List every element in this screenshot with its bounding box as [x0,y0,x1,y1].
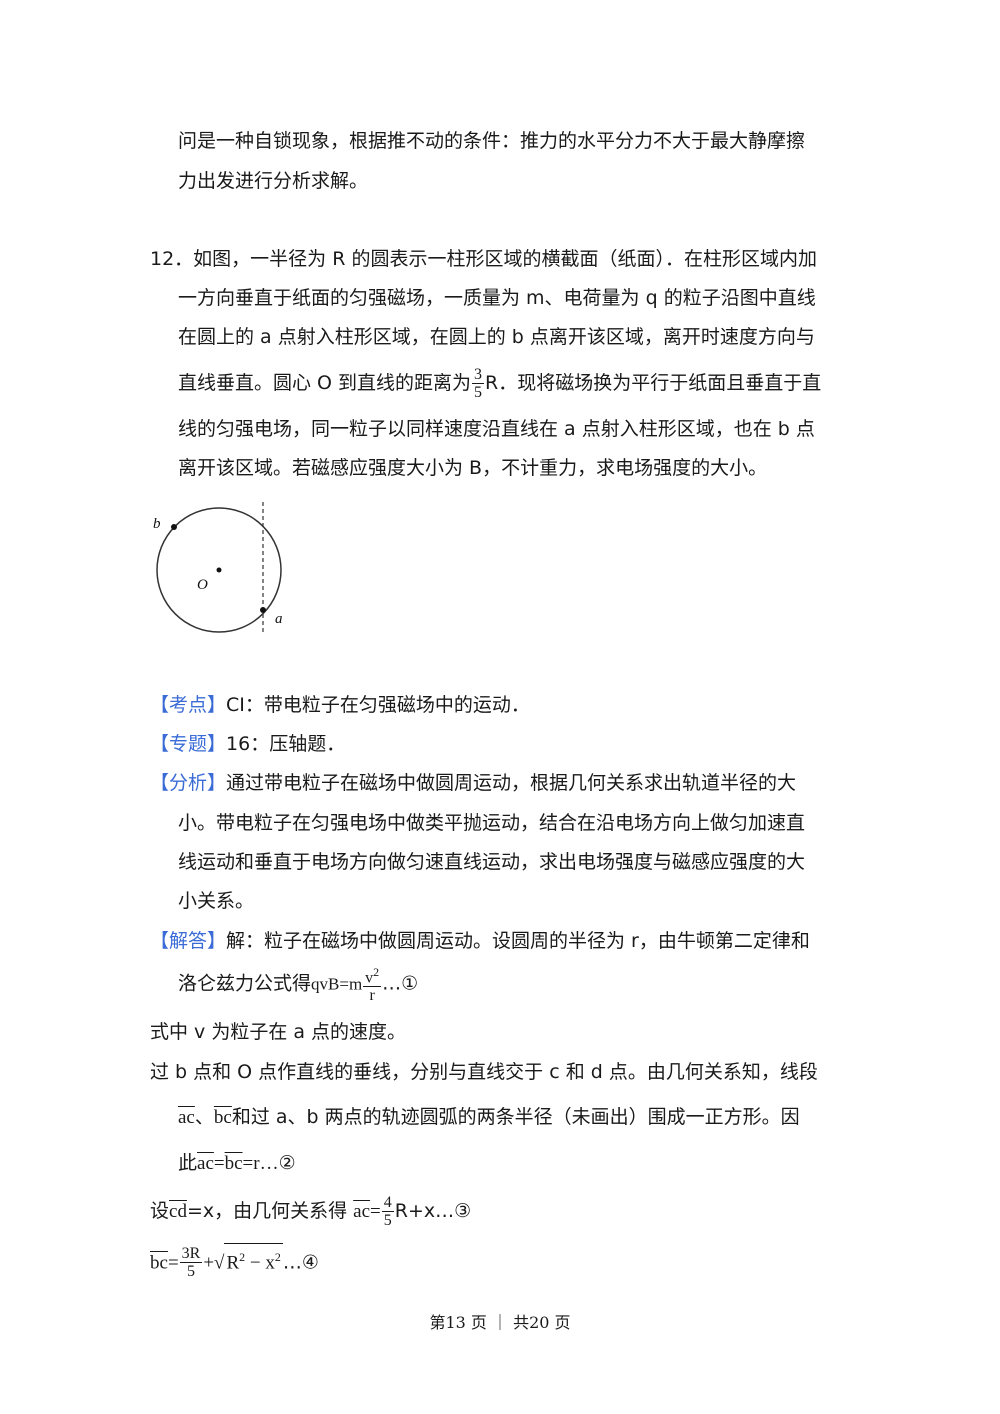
zhuanti-line: 【专题】16：压轴题． [150,731,345,757]
prev-line-1: 问是一种自锁现象，根据推不动的条件：推力的水平分力不大于最大静摩擦 [178,130,806,152]
jieda-line-1: 【解答】解：粒子在磁场中做圆周运动。设圆周的半径为 r，由牛顿第二定律和 [150,928,810,954]
problem-line-1: 12．如图，一半径为 R 的圆表示一柱形区域的横截面（纸面）．在柱形区域内加 [150,248,817,270]
equals-sign: = [213,1153,225,1174]
segment-ac-2: ac [197,1153,214,1174]
label-a: a [275,611,283,627]
prev-line-2: 力出发进行分析求解。 [178,170,369,192]
fenxi-line-1: 【分析】通过带电粒子在磁场中做圆周运动，根据几何关系求出轨道半径的大 [150,770,796,796]
problem-line-4-rest: R．现将磁场换为平行于纸面且垂直于直 [485,372,822,394]
jieda-tag: 【解答】 [150,930,227,952]
problem-line-4-text: 直线垂直。圆心 O 到直线的距离为 [178,372,472,394]
problem-line-2: 一方向垂直于纸面的匀强磁场，一质量为 m、电荷量为 q 的粒子沿图中直线 [178,287,816,309]
label-b: b [153,516,161,532]
fenxi-line-2: 小。带电粒子在匀强电场中做类平抛运动，结合在沿电场方向上做匀加速直 [178,812,806,834]
problem-line-6: 离开该区域。若磁感应强度大小为 B，不计重力，求电场强度的大小。 [178,457,768,479]
label-o: O [197,577,208,593]
fenxi-line-4: 小关系。 [178,890,255,912]
fenxi-tag: 【分析】 [150,772,227,794]
fenxi-line-3: 线运动和垂直于电场方向做匀速直线运动，求出电场强度与磁感应强度的大 [178,851,806,873]
point-b [171,524,177,530]
segment-bc-2: bc [224,1153,243,1174]
jieda-text-7b: =x，由几何关系得 [186,1200,348,1222]
jieda-text-6: 此 [178,1152,198,1174]
formula-lorentz: qvB=m [311,974,363,994]
equals-sign-3: = [167,1252,179,1274]
sqrt-radicand: R2 − x2 [224,1243,283,1276]
eq-marker-1: …① [382,972,419,995]
segment-bc: bc [213,1107,232,1128]
jieda-line-5: ac、bc和过 a、b 两点的轨迹圆弧的两条半径（未画出）围成一正方形。因 [178,1104,800,1131]
circle-boundary [156,507,282,633]
separator: 、 [194,1106,214,1128]
jieda-line-6: 此ac=bc=r…② [178,1150,296,1177]
eq-marker-3: R+x…③ [394,1200,472,1222]
segment-ac: ac [178,1107,195,1128]
zhuanti-text: 16：压轴题． [226,733,346,755]
fenxi-text-1: 通过带电粒子在磁场中做圆周运动，根据几何关系求出轨道半径的大 [226,772,797,794]
eq-marker-4: …④ [282,1251,319,1274]
equals-sign-2: = [370,1201,381,1222]
jieda-text-5: 和过 a、b 两点的轨迹圆弧的两条半径（未画出）围成一正方形。因 [231,1106,800,1128]
jieda-text-2: 洛仑兹力公式得 [178,972,312,995]
segment-bc-3: bc [150,1252,168,1274]
jieda-text-7: 设 [150,1200,170,1222]
eq-marker-2: =r…② [242,1153,296,1174]
segment-cd: cd [169,1201,187,1222]
zhuanti-tag: 【专题】 [150,733,227,755]
problem-line-3: 在圆上的 a 点射入柱形区域，在圆上的 b 点离开该区域，离开时速度方向与 [178,326,815,348]
jieda-text-1: 解：粒子在磁场中做圆周运动。设圆周的半径为 r，由牛顿第二定律和 [226,930,810,952]
point-a [260,607,266,613]
jieda-line-4: 过 b 点和 O 点作直线的垂线，分别与直线交于 c 和 d 点。由几何关系知，… [150,1061,818,1083]
sqrt-sign: +√ [203,1252,225,1274]
kaodian-text: CI：带电粒子在匀强磁场中的运动． [226,694,530,716]
page-footer: 第13 页 ｜ 共20 页 [429,1313,571,1332]
jieda-line-3: 式中 v 为粒子在 a 点的速度。 [150,1021,407,1043]
circle-figure: b O a [153,502,283,633]
segment-ac-3: ac [353,1201,371,1222]
point-o [216,567,222,573]
kaodian-tag: 【考点】 [150,694,227,716]
kaodian-line: 【考点】CI：带电粒子在匀强磁场中的运动． [150,692,530,718]
problem-line-5: 线的匀强电场，同一粒子以同样速度沿直线在 a 点射入柱形区域，也在 b 点 [178,418,815,440]
